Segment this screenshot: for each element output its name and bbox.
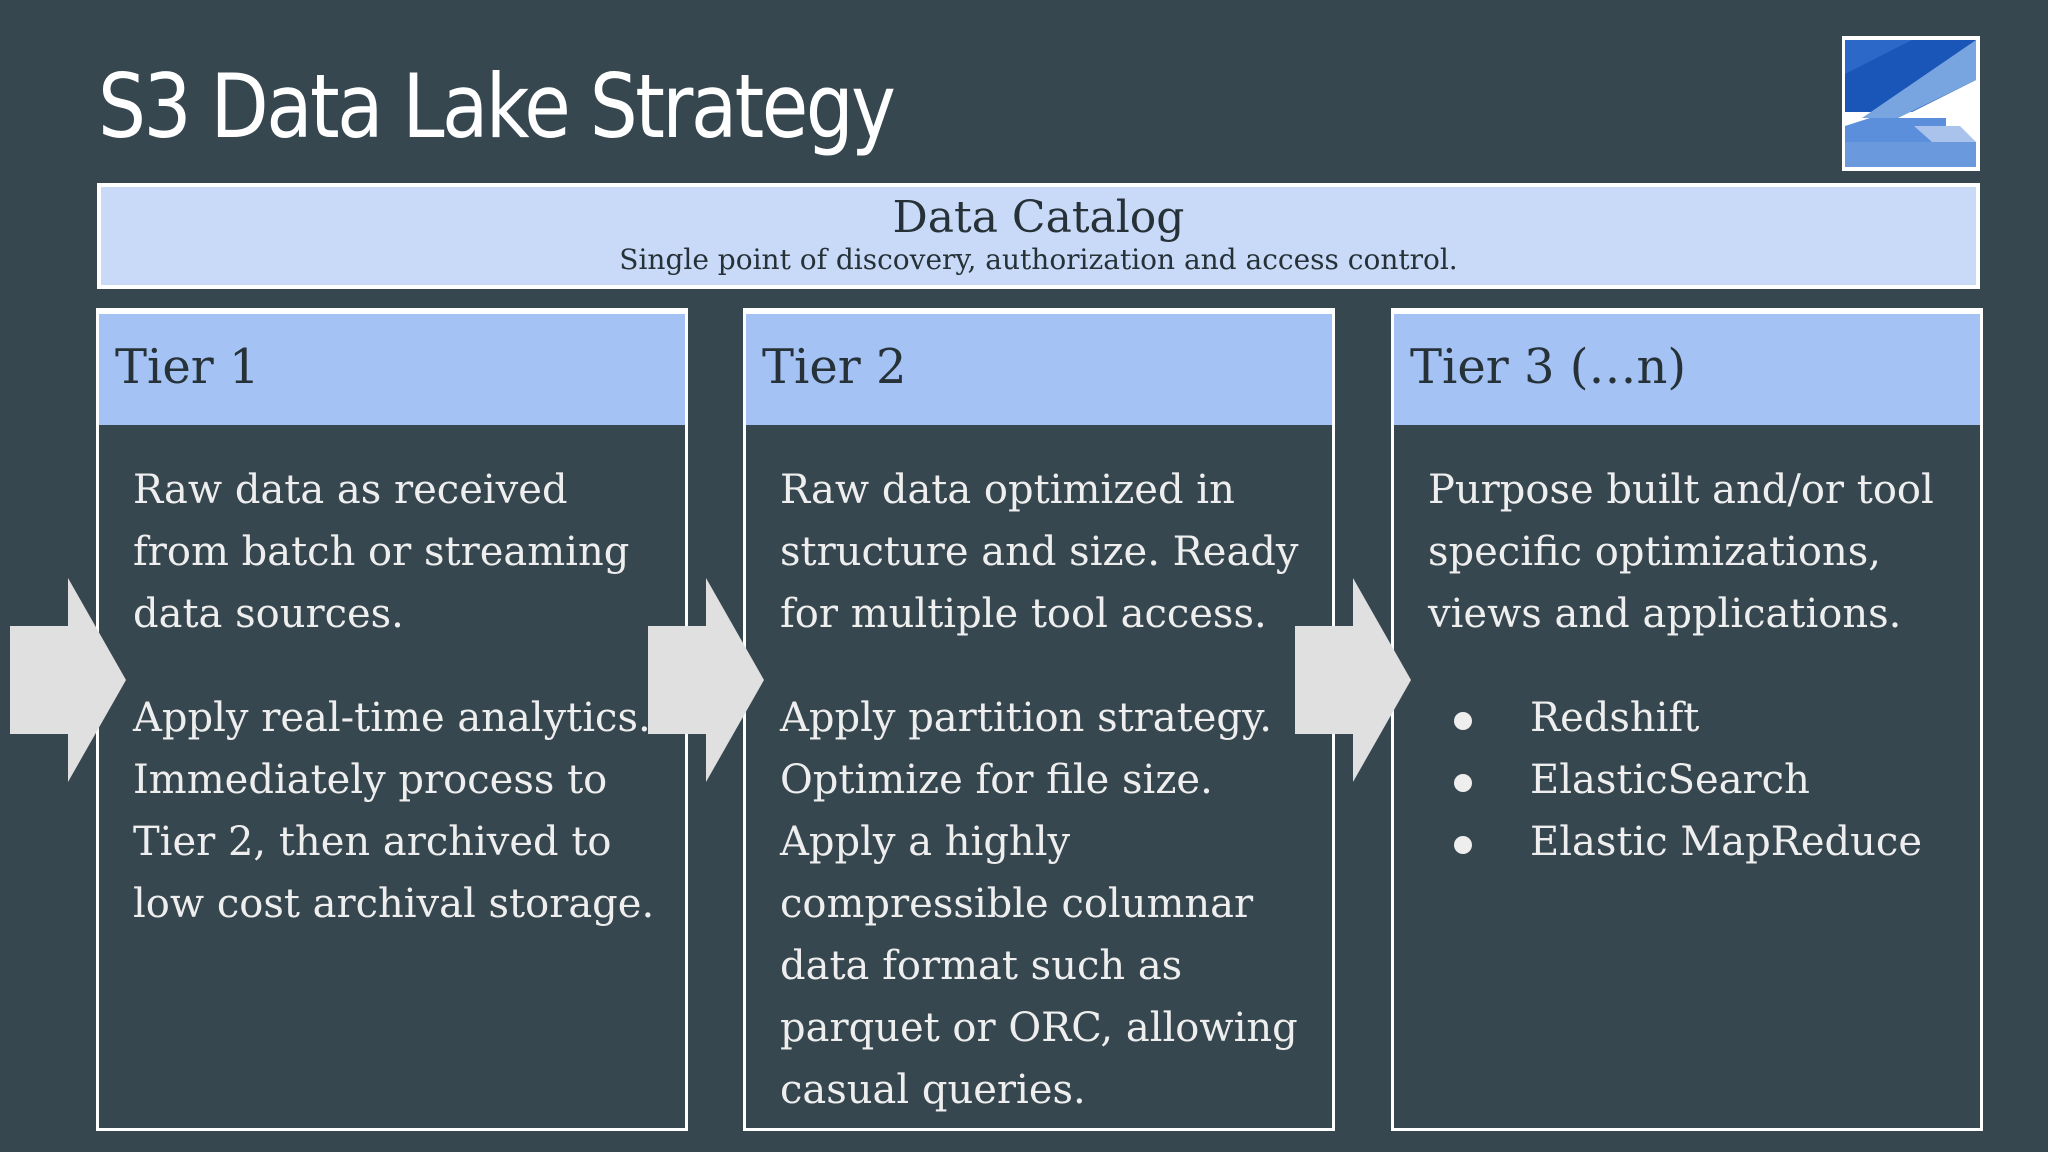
tier-3-header: Tier 3 (…n) — [1394, 311, 1980, 425]
tier-3-body: Purpose built and/or tool specific optim… — [1394, 425, 1980, 873]
bullet-icon — [1454, 836, 1472, 854]
tier-3-panel: Tier 3 (…n) Purpose built and/or tool sp… — [1391, 308, 1983, 1131]
tier-1-header: Tier 1 — [99, 311, 685, 425]
tier-1-body: Raw data as received from batch or strea… — [99, 425, 685, 935]
bullet-icon — [1454, 774, 1472, 792]
data-catalog-banner: Data Catalog Single point of discovery, … — [97, 183, 1980, 289]
tier-2-panel: Tier 2 Raw data optimized in structure a… — [743, 308, 1335, 1131]
bullet-icon — [1454, 712, 1472, 730]
tool-elasticsearch: ElasticSearch — [1530, 757, 1810, 803]
tier-1-panel: Tier 1 Raw data as received from batch o… — [96, 308, 688, 1131]
slide-title: S3 Data Lake Strategy — [98, 55, 896, 158]
right-arrow-icon — [10, 578, 126, 782]
tier-2-header: Tier 2 — [746, 311, 1332, 425]
list-item: Redshift — [1428, 687, 1950, 749]
tool-redshift: Redshift — [1530, 695, 1700, 741]
tier-1-description: Raw data as received from batch or strea… — [133, 467, 630, 637]
data-catalog-subtitle: Single point of discovery, authorization… — [619, 243, 1458, 276]
tier-3-tool-list: Redshift ElasticSearch Elastic MapReduce — [1428, 687, 1950, 873]
right-arrow-icon — [1295, 578, 1411, 782]
tier-2-processing: Apply partition strategy. Optimize for f… — [780, 695, 1298, 1113]
list-item: ElasticSearch — [1428, 749, 1950, 811]
tier-2-description: Raw data optimized in structure and size… — [780, 467, 1299, 637]
data-catalog-title: Data Catalog — [892, 192, 1185, 243]
list-item: Elastic MapReduce — [1428, 811, 1950, 873]
tier-1-processing: Apply real-time analytics. Immediately p… — [133, 695, 655, 927]
tier-3-description: Purpose built and/or tool specific optim… — [1428, 467, 1934, 637]
z-logo-icon — [1842, 36, 1980, 171]
right-arrow-icon — [648, 578, 764, 782]
tier-2-body: Raw data optimized in structure and size… — [746, 425, 1332, 1121]
tool-elastic-mapreduce: Elastic MapReduce — [1530, 819, 1922, 865]
